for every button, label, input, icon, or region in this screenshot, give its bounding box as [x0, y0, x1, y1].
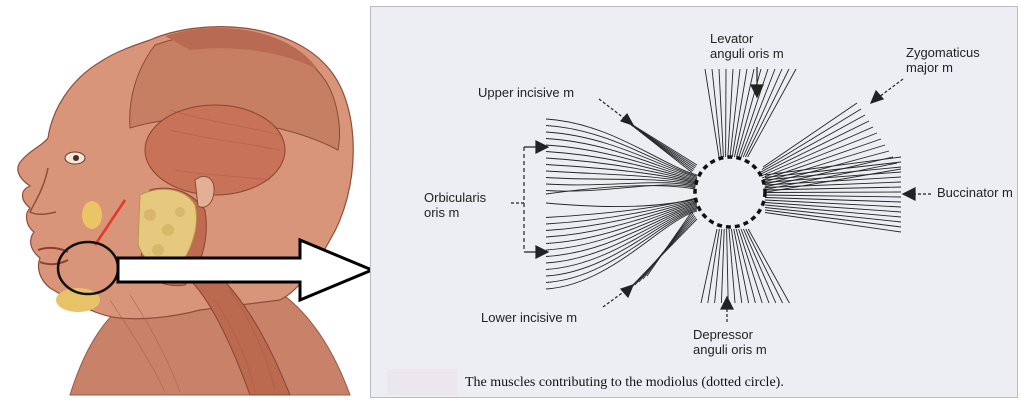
levator-fiber — [734, 69, 754, 157]
depressor-fiber — [729, 229, 735, 303]
depressor-fiber — [739, 229, 763, 303]
zygomaticus-fiber — [759, 127, 873, 177]
buccinator-fiber — [765, 182, 901, 188]
arrowhead — [621, 285, 633, 297]
zygomaticus-fiber — [758, 133, 877, 180]
orbicularis-fiber — [546, 186, 695, 194]
orbicularis-fiber — [546, 205, 697, 257]
depressor-fiber — [746, 229, 783, 303]
orbicularis-fiber — [546, 198, 697, 218]
depressor-fiber — [731, 229, 741, 303]
levator-fiber — [745, 69, 789, 157]
upper-incisive-label: Upper incisive m — [478, 85, 574, 100]
levator-fiber — [730, 69, 740, 157]
depressor-fiber — [743, 229, 775, 303]
arrowhead — [871, 91, 883, 103]
depressor-fiber — [715, 229, 722, 303]
levator-fiber — [728, 69, 733, 157]
arrowhead — [721, 297, 733, 309]
buccinator-label: Buccinator m — [937, 185, 1013, 200]
depressor-fiber — [701, 229, 717, 303]
depressor-fiber — [741, 229, 769, 303]
buccinator-fiber — [765, 192, 901, 193]
caption-highlight — [387, 369, 457, 395]
levator-fiber — [748, 69, 796, 157]
head-anatomy-illustration — [0, 0, 380, 401]
levator-fiber — [739, 69, 768, 157]
arrowhead — [751, 85, 763, 97]
buccinator-fiber — [765, 162, 901, 178]
depressor-fiber — [708, 229, 720, 303]
depressor-fiber — [734, 229, 749, 303]
lower-incisive-label: Lower incisive m — [481, 310, 577, 325]
buccinator-fiber — [765, 210, 901, 227]
levator-fiber — [732, 69, 747, 157]
orbicularis-fiber — [546, 185, 697, 191]
modiolus-dotted-circle — [695, 157, 765, 227]
arrowhead — [621, 114, 633, 125]
depressor-fiber — [748, 229, 789, 303]
buccinator-fiber — [765, 195, 901, 197]
depressor-fiber — [736, 229, 755, 303]
depressor-fiber — [721, 229, 724, 303]
arrowhead — [903, 188, 915, 200]
levator-fiber — [741, 69, 775, 157]
zygomaticus-fiber — [763, 103, 857, 167]
figure-caption: The muscles contributing to the modiolus… — [465, 375, 784, 391]
depressor-fiber — [727, 229, 729, 303]
